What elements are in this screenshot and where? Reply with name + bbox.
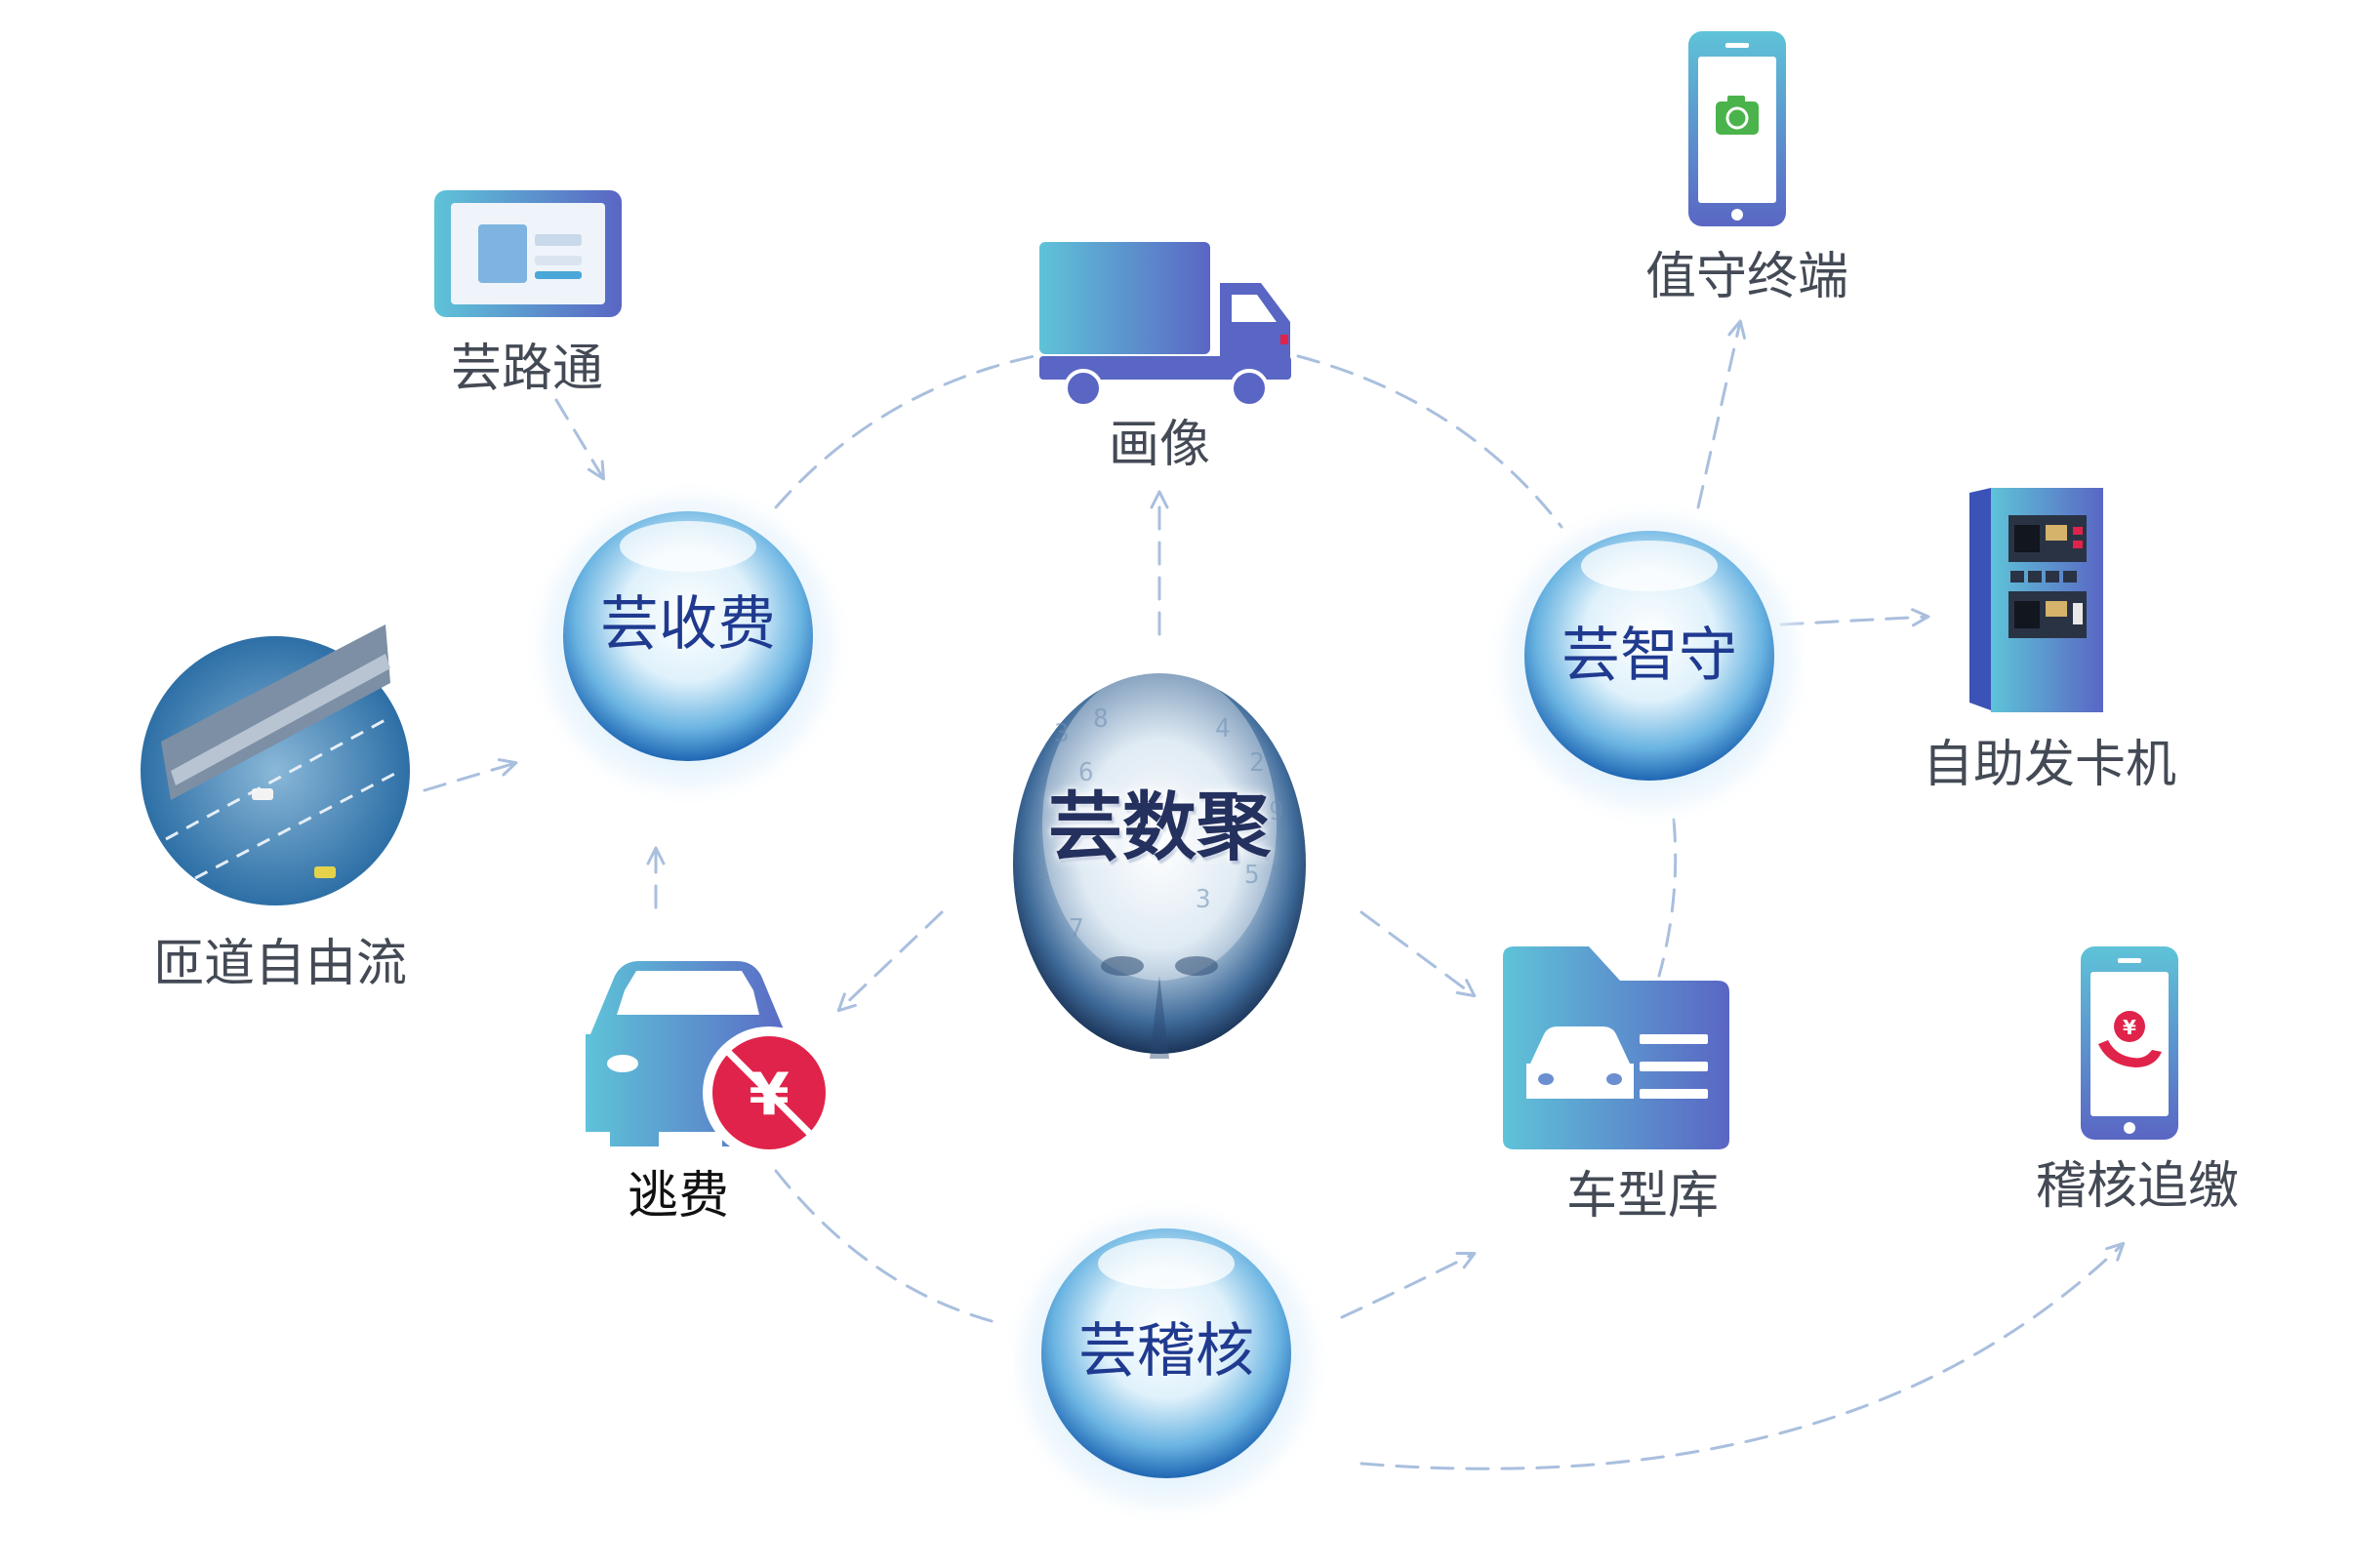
tablet-icon <box>434 190 622 317</box>
orb-guard <box>1483 498 1815 829</box>
link-profile-guard <box>1296 354 1563 529</box>
link-center-evasion <box>836 910 944 1013</box>
svg-text:3: 3 <box>1196 885 1211 914</box>
link-guard-vehicle-db <box>1657 818 1678 978</box>
svg-text:9: 9 <box>1269 797 1284 826</box>
hub-label-guard: 芸智守 <box>1562 622 1737 690</box>
svg-text:3: 3 <box>1054 719 1070 748</box>
svg-text:2: 2 <box>1249 748 1265 778</box>
link-audit-vehicle-db <box>1340 1252 1477 1319</box>
svg-text:5: 5 <box>1244 861 1260 890</box>
link-app-toll <box>554 398 606 481</box>
link-evasion-audit <box>774 1169 997 1324</box>
hub-label-toll: 芸收费 <box>600 590 776 659</box>
svg-text:7: 7 <box>1069 914 1084 944</box>
center-label: 芸数聚 <box>1048 784 1271 870</box>
link-guard-card-machine <box>1779 608 1930 627</box>
node-label-recovery: 稽核追缴 <box>2035 1157 2240 1216</box>
link-audit-recovery <box>1359 1241 2126 1470</box>
orb-toll <box>522 478 854 810</box>
link-ramp-toll <box>423 758 518 792</box>
connectors <box>423 319 2126 1470</box>
truck-icon <box>1039 242 1291 408</box>
svg-text:8: 8 <box>1093 704 1109 734</box>
car-no-fee-icon: ¥ <box>586 961 835 1159</box>
svg-text:1: 1 <box>1035 856 1050 885</box>
node-label-terminal: 值守终端 <box>1644 248 1849 306</box>
node-label-app: 芸路通 <box>450 340 604 398</box>
link-toll-profile <box>774 354 1036 509</box>
link-center-vehicle-db <box>1359 910 1477 998</box>
kiosk-icon <box>1969 488 2103 712</box>
link-guard-terminal <box>1696 319 1746 509</box>
phone-payment-icon: ¥ <box>2081 946 2178 1140</box>
node-label-evasion: 逃费 <box>627 1167 730 1226</box>
payment-yuan-symbol: ¥ <box>2123 1016 2136 1039</box>
hub-label-audit: 芸稽核 <box>1078 1317 1254 1386</box>
node-label-vehicle-db: 车型库 <box>1565 1167 1720 1226</box>
orb-audit <box>1000 1195 1332 1527</box>
svg-text:4: 4 <box>1215 714 1231 744</box>
svg-text:6: 6 <box>1078 758 1094 787</box>
toll-plaza-icon <box>141 624 410 905</box>
node-label-ramp: 匝道自由流 <box>152 935 408 993</box>
phone-camera-icon <box>1688 31 1786 226</box>
vehicle-folder-icon <box>1503 946 1729 1149</box>
node-label-card-machine: 自助发卡机 <box>1922 736 2177 794</box>
node-label-profile: 画像 <box>1108 416 1211 474</box>
